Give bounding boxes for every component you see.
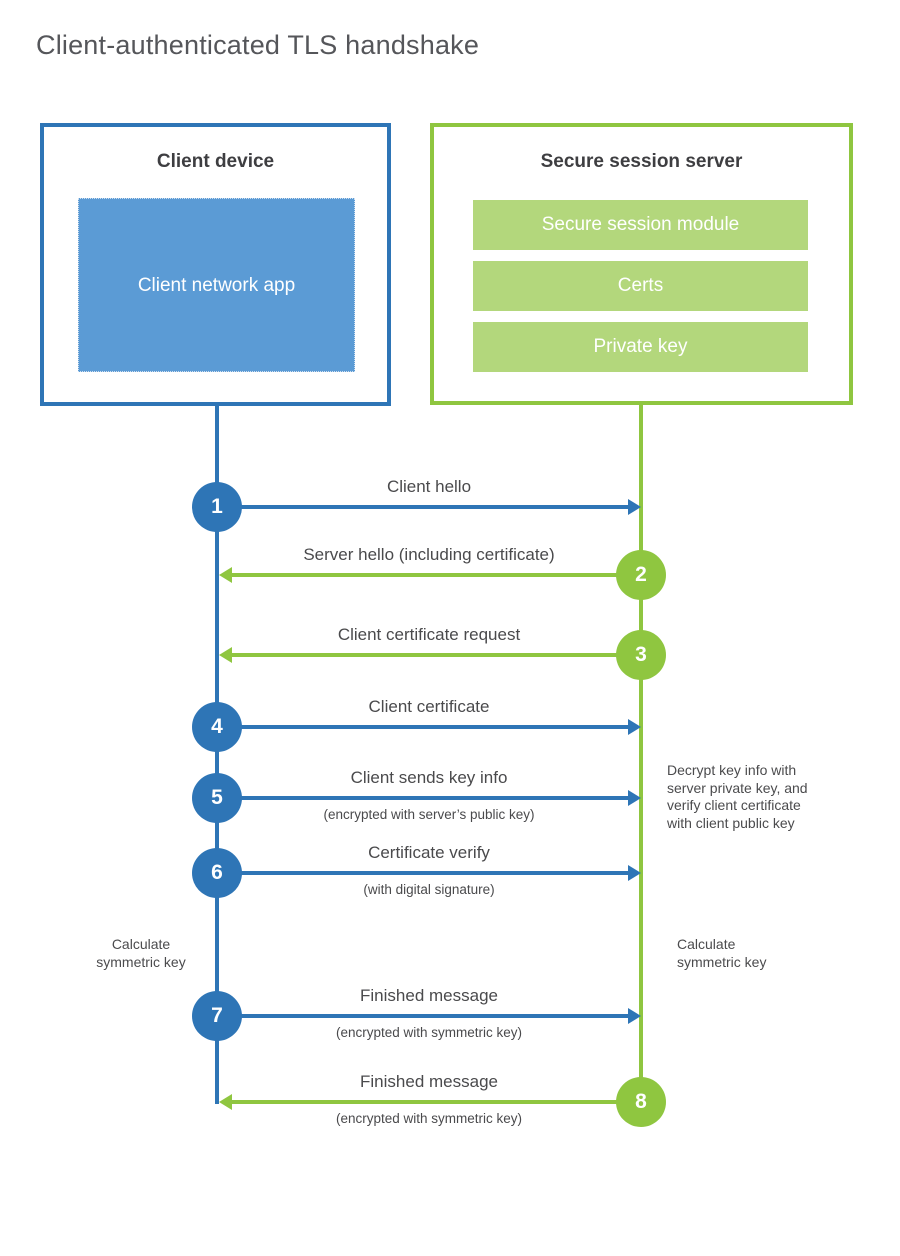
message-arrowhead xyxy=(628,865,641,881)
message-arrow-line xyxy=(219,871,628,875)
message-arrow-line xyxy=(232,573,641,577)
client-network-app-label: Client network app xyxy=(137,274,296,296)
client-network-app-box: Client network app xyxy=(78,198,355,372)
message-arrow-line xyxy=(219,1014,628,1018)
message-arrow-line xyxy=(232,1100,641,1104)
step-circle-2: 2 xyxy=(616,550,666,600)
message-arrow-line xyxy=(219,796,628,800)
page-title: Client-authenticated TLS handshake xyxy=(36,30,480,60)
server-module-secure-session-module: Secure session module xyxy=(473,200,808,250)
server-module-label: Certs xyxy=(617,275,664,296)
step-circle-5: 5 xyxy=(192,773,242,823)
client-device-title: Client device xyxy=(156,151,275,172)
message-label: Certificate verify xyxy=(368,843,490,862)
message-sublabel: (encrypted with symmetric key) xyxy=(335,1025,523,1040)
message-label: Finished message xyxy=(360,986,498,1005)
message-label: Client sends key info xyxy=(350,768,508,787)
message-arrowhead xyxy=(628,790,641,806)
step-circle-6: 6 xyxy=(192,848,242,898)
message-label: Finished message xyxy=(360,1072,498,1091)
message-sublabel: (with digital signature) xyxy=(363,882,495,897)
message-arrowhead xyxy=(628,499,641,515)
message-label: Client certificate xyxy=(368,697,490,716)
server-lifeline xyxy=(639,403,643,1106)
server-module-private-key: Private key xyxy=(473,322,808,372)
message-sublabel: (encrypted with symmetric key) xyxy=(335,1111,523,1126)
message-arrow-line xyxy=(232,653,641,657)
message-label: Client certificate request xyxy=(337,625,521,644)
message-arrowhead xyxy=(628,719,641,735)
step-circle-3: 3 xyxy=(616,630,666,680)
calculate-symmetric-key-note-server: Calculate symmetric key xyxy=(677,936,767,970)
step-circle-4: 4 xyxy=(192,702,242,752)
message-arrowhead xyxy=(219,647,232,663)
decrypt-key-note: Decrypt key info with server private key… xyxy=(667,762,808,831)
message-label: Server hello (including certificate) xyxy=(303,545,555,564)
server-module-certs: Certs xyxy=(473,261,808,311)
message-arrow-line xyxy=(219,505,628,509)
message-arrowhead xyxy=(628,1008,641,1024)
message-arrowhead xyxy=(219,1094,232,1110)
step-circle-8: 8 xyxy=(616,1077,666,1127)
server-module-label: Private key xyxy=(593,336,688,357)
step-circle-1: 1 xyxy=(192,482,242,532)
message-sublabel: (encrypted with server’s public key) xyxy=(323,807,535,822)
message-arrowhead xyxy=(219,567,232,583)
message-label: Client hello xyxy=(386,477,472,496)
step-circle-7: 7 xyxy=(192,991,242,1041)
client-device-box: Client device Client network app xyxy=(40,123,391,406)
calculate-symmetric-key-note-client: Calculate symmetric key xyxy=(96,936,186,970)
message-arrow-line xyxy=(219,725,628,729)
secure-session-server-box: Secure session server Secure session mod… xyxy=(430,123,853,405)
secure-session-server-title: Secure session server xyxy=(540,151,743,172)
client-lifeline xyxy=(215,404,219,1104)
server-module-label: Secure session module xyxy=(541,214,740,235)
